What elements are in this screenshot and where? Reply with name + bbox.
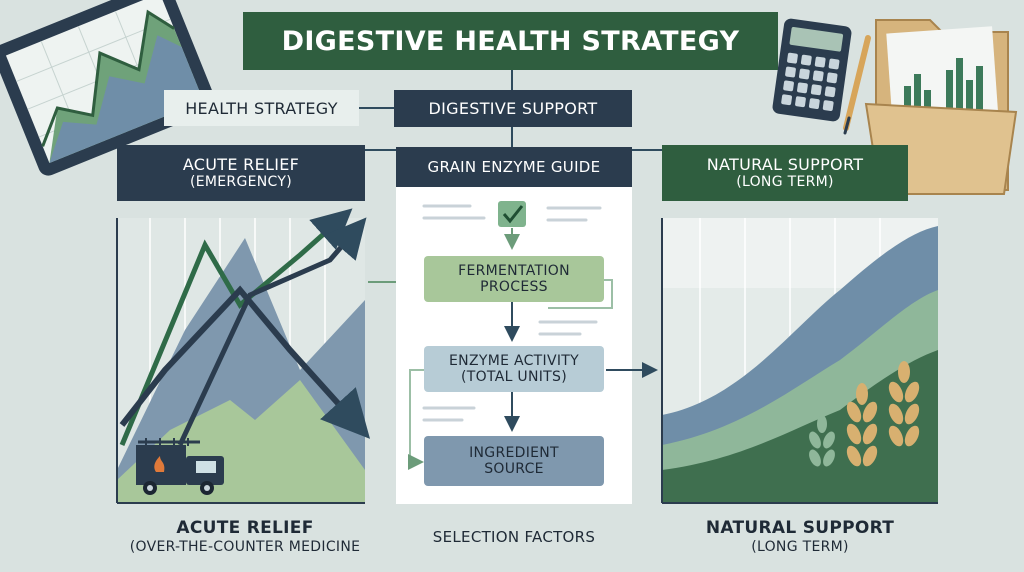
acute-relief-caption-sub: (OVER-THE-COUNTER MEDICINE [129, 538, 361, 555]
fermentation-step: FERMENTATION PROCESS [424, 256, 604, 302]
natural-support-caption: NATURAL SUPPORT (LONG TERM) [662, 512, 938, 562]
digestive-support-label: DIGESTIVE SUPPORT [394, 90, 632, 127]
chart-tablet-icon [0, 0, 216, 176]
grain-enzyme-card [396, 186, 632, 504]
checkbox-icon [498, 201, 526, 250]
step-line-2: (TOTAL UNITS) [461, 369, 567, 385]
acute-relief-heading: ACUTE RELIEF (EMERGENCY) [117, 145, 365, 201]
acute-relief-subtitle: (EMERGENCY) [190, 174, 292, 191]
selection-factors-caption: SELECTION FACTORS [432, 528, 596, 546]
acute-relief-title: ACUTE RELIEF [182, 154, 300, 174]
step-line-2: SOURCE [484, 461, 544, 477]
step-line-1: FERMENTATION [458, 262, 570, 279]
natural-support-chart [661, 218, 938, 504]
enzyme-activity-step: ENZYME ACTIVITY (TOTAL UNITS) [424, 346, 604, 392]
fire-truck-icon [136, 438, 224, 495]
natural-support-title: NATURAL SUPPORT [706, 154, 864, 174]
natural-support-caption-sub: (LONG TERM) [751, 538, 849, 555]
health-strategy-label: HEALTH STRATEGY [164, 90, 359, 126]
step-line-1: INGREDIENT [469, 444, 559, 461]
ingredient-source-step: INGREDIENT SOURCE [424, 436, 604, 486]
step-line-2: PROCESS [480, 279, 548, 295]
wheat-icon [809, 361, 920, 500]
natural-support-heading: NATURAL SUPPORT (LONG TERM) [662, 145, 908, 201]
acute-relief-caption: ACUTE RELIEF (OVER-THE-COUNTER MEDICINE [100, 512, 390, 562]
natural-support-caption-title: NATURAL SUPPORT [705, 518, 895, 539]
pencil-icon [843, 35, 871, 135]
grain-enzyme-heading: GRAIN ENZYME GUIDE [396, 147, 632, 187]
step-line-1: ENZYME ACTIVITY [449, 352, 579, 369]
acute-relief-caption-title: ACUTE RELIEF [176, 518, 314, 539]
natural-support-subtitle: (LONG TERM) [736, 174, 834, 191]
page-title: DIGESTIVE HEALTH STRATEGY [243, 12, 778, 70]
calculator-icon [772, 18, 852, 122]
acute-relief-chart [116, 208, 371, 504]
